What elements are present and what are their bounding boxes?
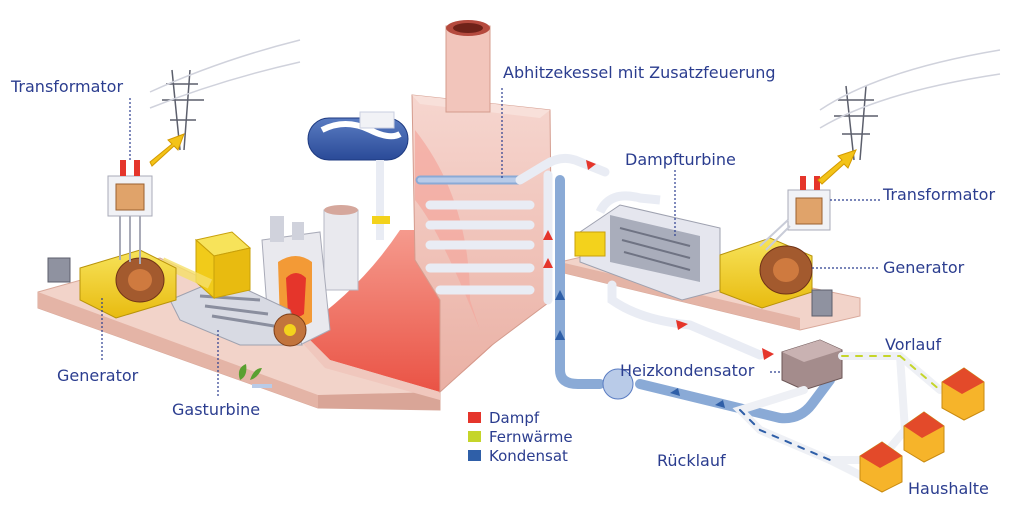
house-1 — [941, 367, 985, 421]
legend-swatch-dampf — [468, 412, 481, 423]
legend-item-fernwaerme: Fernwärme — [468, 427, 573, 446]
legend-label: Dampf — [489, 408, 540, 427]
label-transformator-right: Transformator — [883, 185, 996, 204]
right-transformer — [759, 176, 831, 251]
right-generator — [719, 237, 833, 317]
legend-swatch-fernwaerme — [468, 431, 481, 442]
label-dampfturbine: Dampfturbine — [625, 150, 736, 169]
house-2 — [903, 411, 945, 463]
legend-label: Kondensat — [489, 446, 568, 465]
steam-drum — [307, 111, 409, 240]
legend-label: Fernwärme — [489, 427, 573, 446]
legend-item-dampf: Dampf — [468, 408, 573, 427]
label-haushalte: Haushalte — [908, 479, 989, 498]
gas-turbine — [169, 277, 307, 347]
leader-lines — [101, 88, 880, 396]
boiler-column — [323, 205, 359, 291]
label-ruecklauf: Rücklauf — [657, 451, 726, 470]
chimney — [445, 20, 491, 113]
label-gasturbine: Gasturbine — [172, 400, 261, 419]
label-vorlauf: Vorlauf — [885, 335, 942, 354]
steam-turbine — [574, 191, 721, 301]
left-pylon — [149, 39, 301, 151]
heat-exchanger-tubes — [415, 175, 535, 295]
label-generator-right: Generator — [883, 258, 965, 277]
condensate-flow-arrows — [555, 290, 725, 408]
heat-condenser — [781, 339, 843, 391]
fuel-symbol — [238, 364, 272, 388]
label-abhitzekessel: Abhitzekessel mit Zusatzfeuerung — [503, 63, 776, 82]
legend: Dampf Fernwärme Kondensat — [468, 408, 573, 465]
left-transformer — [107, 160, 153, 264]
right-pylon — [819, 49, 1001, 161]
label-generator-left: Generator — [57, 366, 139, 385]
left-generator — [47, 249, 177, 319]
steam-flow-arrows — [543, 160, 774, 360]
label-heizkondensator: Heizkondensator — [620, 361, 755, 380]
left-power-arrow — [149, 133, 185, 167]
label-transformator-left: Transformator — [11, 77, 124, 96]
house-3 — [859, 441, 903, 493]
legend-item-kondensat: Kondensat — [468, 446, 573, 465]
legend-swatch-kondensat — [468, 450, 481, 461]
right-power-arrow — [817, 149, 857, 185]
condensate-pipe — [555, 175, 835, 424]
